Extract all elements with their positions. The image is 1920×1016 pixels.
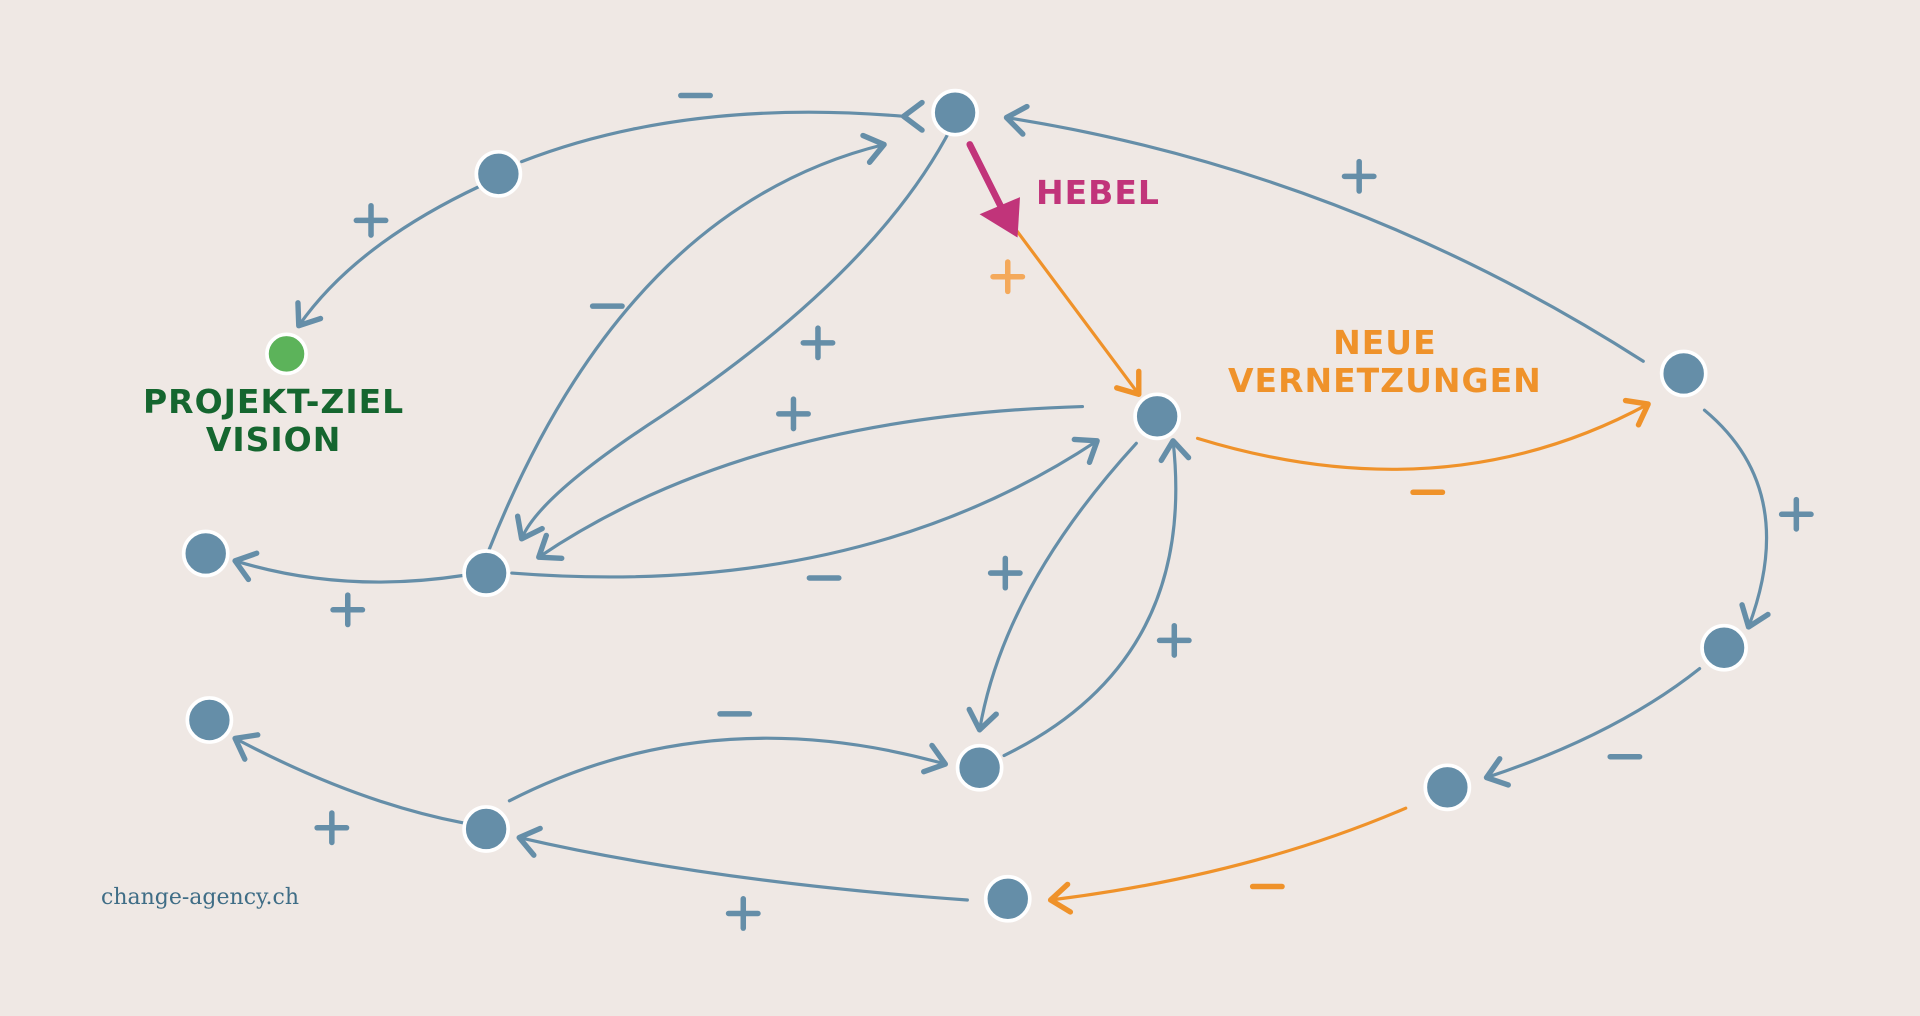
plus-sign [314, 810, 350, 846]
edge-line [520, 118, 957, 541]
node-far-left-upper [181, 529, 230, 578]
arrowhead-icon [514, 513, 545, 542]
edge-mid-left-to-far-left-upper [232, 550, 465, 584]
new-links-label-line1: NEUE [1333, 323, 1437, 362]
plus-sign [725, 896, 761, 931]
arrowhead-icon [1071, 436, 1100, 466]
node-lower-center [955, 743, 1004, 792]
lever-arrow [966, 141, 1020, 238]
edge-low-left-to-lower-center [507, 736, 949, 803]
goal-node [265, 332, 308, 376]
edge-line [507, 736, 947, 803]
edge-top-to-center [1014, 228, 1142, 397]
edge-line [1049, 806, 1408, 902]
arrowhead-icon [921, 742, 949, 775]
edge-line [1484, 666, 1702, 780]
edge-line [1702, 408, 1769, 629]
edge-line [233, 736, 465, 825]
edge-bottom-center-to-low-left [516, 825, 969, 902]
edge-line [486, 142, 886, 553]
plus-sign [1156, 622, 1192, 658]
node-right [1659, 349, 1708, 398]
plus-sign [330, 592, 366, 628]
arrowhead-icon [1622, 397, 1651, 428]
arrowhead-icon [295, 300, 324, 329]
edge-line [297, 184, 482, 328]
edge-right-to-top [1003, 103, 1645, 363]
edge-line [1004, 115, 1645, 363]
edge-mid-left-to-center [510, 436, 1100, 579]
goal-label-line2: VISION [205, 419, 342, 459]
goal-label-line1: PROJEKT-ZIEL [143, 382, 405, 421]
plus-sign [776, 396, 811, 432]
arrowhead-icon [860, 132, 887, 165]
edge-line [1002, 439, 1178, 758]
new-links-label: NEUE VERNETZUNGEN [1228, 324, 1542, 400]
edge-line [1195, 402, 1650, 471]
edge-right-to-right-lower [1702, 408, 1771, 630]
node-mid-left [462, 549, 511, 597]
arrowhead-icon [1739, 602, 1771, 630]
node-right-lower [1700, 623, 1748, 672]
plus-sign [353, 202, 389, 238]
node-low-left [462, 805, 511, 853]
edge-line [517, 835, 969, 902]
edge-line [520, 110, 906, 164]
lever-arrowhead-icon [979, 197, 1020, 238]
node-top [931, 88, 979, 137]
edge-center-to-lower-center [966, 441, 1138, 733]
edge-line [1014, 228, 1141, 396]
edge-line [537, 404, 1085, 559]
node-upper-left [474, 149, 523, 198]
signs-layer [314, 92, 1814, 931]
node-center [1133, 392, 1182, 441]
arrowhead-icon [516, 825, 543, 858]
edge-center-to-right [1195, 397, 1651, 471]
node-lower-right [1423, 763, 1472, 812]
arrowhead-icon [1483, 756, 1511, 788]
edge-upper-left-to-top [520, 99, 925, 164]
plus-sign [987, 555, 1023, 591]
new-links-label-line2: VERNETZUNGEN [1228, 360, 1542, 400]
arrowhead-icon [1003, 103, 1030, 137]
arrowhead-icon [232, 550, 260, 583]
edge-line [233, 559, 465, 584]
edge-lower-center-to-center [1002, 438, 1192, 758]
edges-layer [232, 99, 1771, 915]
nodes-layer [181, 88, 1748, 923]
footer-url[interactable]: change-agency.ch [101, 885, 300, 910]
edge-line [510, 439, 1099, 579]
arrowhead-icon [1047, 881, 1074, 915]
node-far-left-lower [185, 696, 234, 744]
plus-sign [1778, 496, 1814, 532]
arrowhead-icon [966, 706, 999, 733]
plus-sign [990, 259, 1026, 295]
edge-lower-right-to-bottom-center [1047, 806, 1408, 915]
edge-mid-left-to-top [486, 132, 887, 553]
plus-sign [1341, 158, 1377, 194]
goal-label: PROJEKT-ZIEL VISION [143, 383, 404, 459]
node-bottom-center [983, 874, 1032, 923]
lever-label: HEBEL [1036, 173, 1160, 212]
edge-line [978, 441, 1138, 732]
arrowhead-icon [536, 532, 565, 561]
arrowhead-icon [900, 99, 925, 133]
arrowhead-icon [1158, 438, 1192, 464]
edge-low-left-to-far-left-lower [232, 732, 465, 825]
edge-upper-left-to-goal [295, 184, 482, 329]
edge-right-lower-to-lower-right [1483, 666, 1702, 788]
edge-center-to-mid-left [536, 404, 1085, 561]
arrowhead-icon [1114, 368, 1142, 397]
arrowhead-icon [232, 732, 261, 762]
plus-sign [800, 325, 836, 361]
edge-top-to-mid-left [514, 118, 957, 542]
